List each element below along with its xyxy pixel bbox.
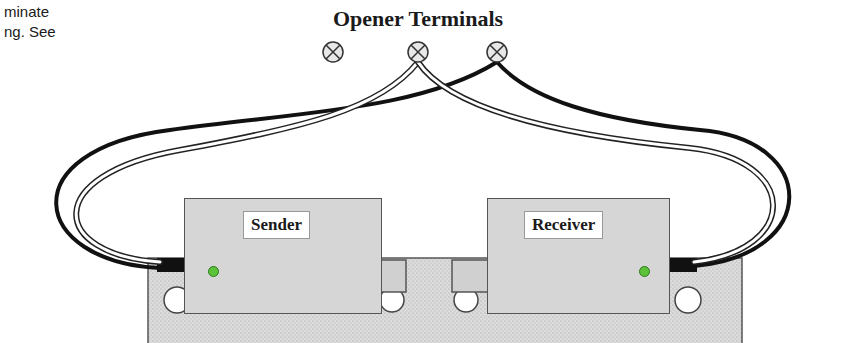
note-text: minate [4,2,49,22]
sender-unit: Sender [184,198,382,314]
sender-lens [380,260,406,292]
wires [56,62,789,268]
receiver-lens [452,260,488,292]
unit-label: Sender [243,211,310,239]
unit-label: Receiver [524,211,603,239]
terminal-screws [323,42,507,62]
indicator-led [208,266,219,277]
indicator-led [639,266,650,277]
note-text: ng. See [4,22,56,42]
diagram-title: Opener Terminals [333,6,503,32]
receiver-unit: Receiver [487,198,670,314]
